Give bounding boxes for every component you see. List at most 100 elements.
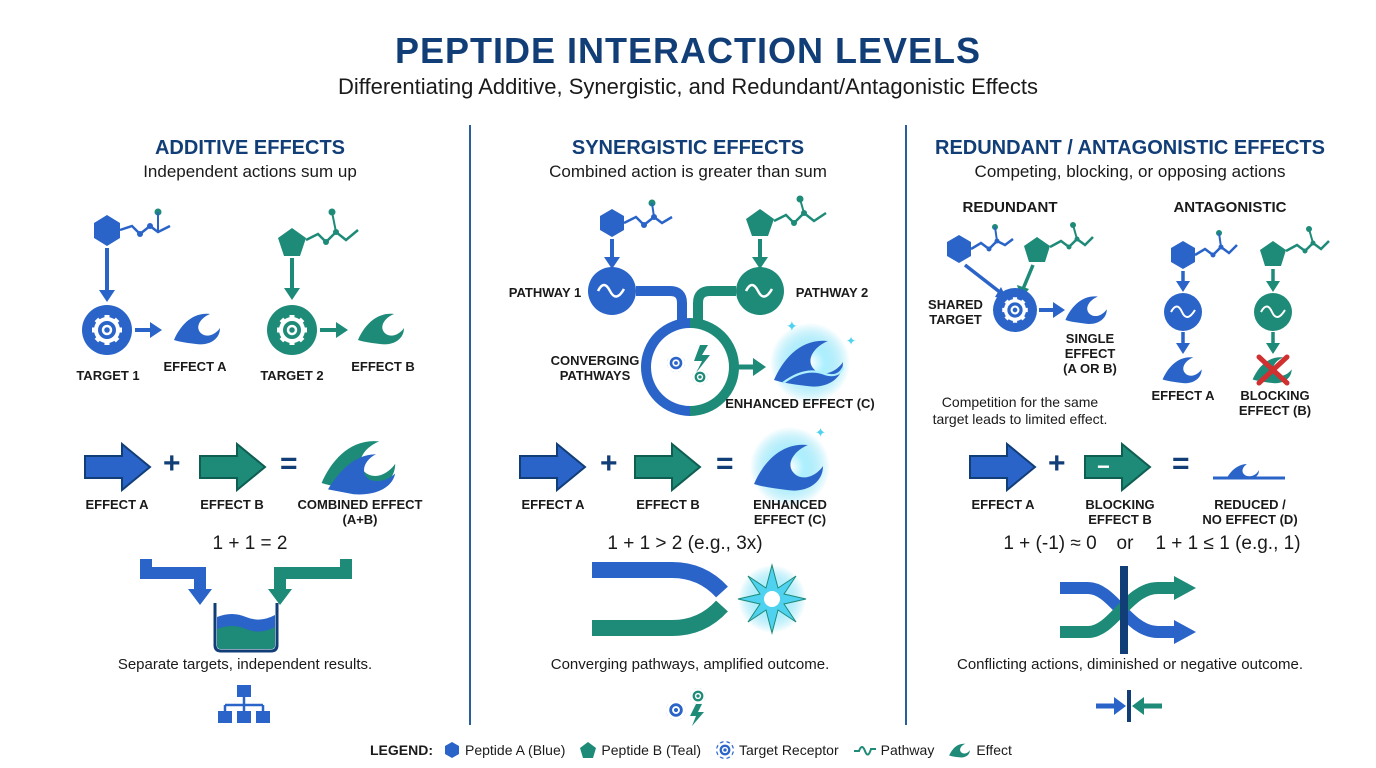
gear-icon (714, 739, 736, 761)
enhanced-wave-icon (754, 444, 823, 491)
additive-equation-diagram (84, 441, 396, 495)
wave-effect-icon (358, 313, 404, 345)
eq-blocking-effect-label: BLOCKING EFFECT B (1085, 497, 1155, 527)
antagonistic-formula-1: 1 + (-1) ≈ 0 (1003, 533, 1097, 554)
gear-receptor-icon (82, 305, 132, 355)
effect-a-label: EFFECT A (163, 359, 227, 374)
converging-label: CONVERGING PATHWAYS (550, 353, 640, 383)
section-subtitle: Combined action is greater than sum (549, 162, 827, 181)
combined-effect-label: COMBINED EFFECT (A+B) (290, 497, 430, 527)
pathway2-label: PATHWAY 2 (795, 285, 869, 300)
legend-label: Target Receptor (739, 742, 839, 758)
single-effect-label: SINGLE EFFECT (A OR B) (1063, 331, 1117, 376)
legend-item: Peptide A (Blue) (443, 741, 565, 759)
section-divider (469, 125, 471, 725)
pathway-node-b (1254, 293, 1292, 331)
eq-effect-a-label: EFFECT A (85, 497, 149, 512)
hexagon-icon (445, 742, 459, 758)
section-title: SYNERGISTIC EFFECTS (571, 137, 805, 159)
pathway-node-a (1164, 293, 1202, 331)
page-subtitle: Differentiating Additive, Synergistic, a… (338, 74, 1038, 99)
equals-operator: = (280, 447, 298, 480)
hexagon-peptide-icon (1171, 230, 1238, 269)
legend-item: Peptide B (Teal) (579, 741, 701, 759)
legend-label: Peptide A (Blue) (465, 742, 566, 758)
enhanced-effect-label: ENHANCED EFFECT (C) (725, 396, 875, 411)
shared-target-gear-icon (993, 288, 1037, 332)
sparkle-icon: ✦ (786, 318, 798, 334)
legend-label: Peptide B (Teal) (601, 742, 702, 758)
redundant-antagonistic-diagram (947, 222, 1330, 386)
reduced-effect-label: REDUCED / NO EFFECT (D) (1202, 497, 1298, 527)
arrow-effect-a-icon (519, 441, 587, 493)
synergistic-formula: 1 + 1 > 2 (e.g., 3x) (607, 533, 763, 554)
sparkle-icon: ✦ (815, 425, 826, 440)
effect-b-label: EFFECT B (351, 359, 415, 374)
target1-label: TARGET 1 (76, 368, 140, 383)
eq-effect-b-label: EFFECT B (200, 497, 264, 512)
blocked-x-icon (1256, 354, 1290, 386)
combined-effect-text: COMBINED EFFECT (A+B) (297, 497, 423, 527)
wave-effect-icon (174, 313, 220, 345)
legend-heading: LEGEND: (370, 742, 433, 758)
pentagon-peptide-icon (278, 208, 359, 256)
starburst-diagram (592, 562, 807, 636)
arrow-blocking-b-icon (1084, 441, 1152, 493)
beaker-icon (213, 603, 279, 653)
reduced-effect-icon (1213, 464, 1285, 480)
sparkle-icon: ✦ (846, 334, 856, 348)
antagonistic-note: Conflicting actions, diminished or negat… (956, 656, 1304, 673)
section-title: REDUNDANT / ANTAGONISTIC EFFECTS (935, 137, 1325, 159)
arrow-effect-a-icon (969, 441, 1037, 493)
blocking-effect-label: BLOCKING EFFECT (B) (1238, 388, 1312, 418)
minus-operator: − (1097, 454, 1110, 479)
eq-effect-a-label: EFFECT A (521, 497, 585, 512)
hexagon-peptide-icon (94, 208, 171, 246)
opposing-arrows-icon (1096, 690, 1162, 722)
eq-effect-a-label: EFFECT A (971, 497, 1035, 512)
enhanced-wave-icon (774, 340, 845, 387)
additive-formula: 1 + 1 = 2 (212, 533, 288, 554)
competition-note: Competition for the same target leads to… (932, 394, 1108, 427)
section-subtitle: Competing, blocking, or opposing actions (974, 162, 1286, 181)
section-divider (905, 125, 907, 725)
effect-a-label: EFFECT A (1151, 388, 1215, 403)
legend-item: Target Receptor (714, 739, 839, 761)
pathway-wave-icon (853, 746, 876, 756)
formula-or: or (1116, 533, 1134, 554)
legend-label: Pathway (880, 742, 935, 758)
synergistic-note: Converging pathways, amplified outcome. (550, 656, 830, 673)
crossing-arrows-icon (1060, 566, 1196, 654)
legend: LEGEND: Peptide A (Blue) Peptide B (Teal… (370, 739, 1020, 761)
plus-operator: + (163, 447, 181, 480)
section-subtitle: Independent actions sum up (143, 162, 357, 181)
single-effect-wave-icon (1065, 296, 1107, 324)
combined-wave-icon (321, 441, 396, 495)
pentagon-peptide-icon (746, 195, 827, 236)
pathway2-node (736, 267, 784, 315)
enhanced-effect-eq-label: ENHANCED EFFECT (C) (753, 497, 827, 527)
antagonistic-equation-diagram (969, 441, 1285, 493)
converging-hub-icon (641, 318, 739, 416)
effect-wave-icon (949, 743, 971, 758)
arrow-effect-a-icon (84, 441, 152, 493)
gears-lightning-icon (663, 685, 709, 726)
hexagon-peptide-icon (947, 224, 1014, 263)
pentagon-peptide-icon (1260, 226, 1330, 266)
legend-item: Effect (948, 741, 1012, 759)
hierarchy-icon (218, 685, 270, 723)
legend-label: Effect (976, 742, 1012, 758)
gear-receptor-icon (267, 305, 317, 355)
redundant-label: REDUNDANT (962, 199, 1058, 216)
hexagon-peptide-icon (600, 199, 673, 237)
pathway1-node (588, 267, 636, 315)
pathway1-label: PATHWAY 1 (508, 285, 582, 300)
shared-target-label: SHARED TARGET (928, 297, 983, 327)
additive-note: Separate targets, independent results. (117, 656, 373, 673)
eq-effect-b-label: EFFECT B (636, 497, 700, 512)
page-title: PEPTIDE INTERACTION LEVELS (394, 30, 982, 71)
plus-operator: + (1048, 447, 1066, 480)
antagonistic-label: ANTAGONISTIC (1173, 199, 1287, 216)
synergistic-equation-diagram: ✦ (519, 425, 830, 507)
antagonistic-formula-2: 1 + 1 ≤ 1 (e.g., 1) (1155, 533, 1301, 554)
